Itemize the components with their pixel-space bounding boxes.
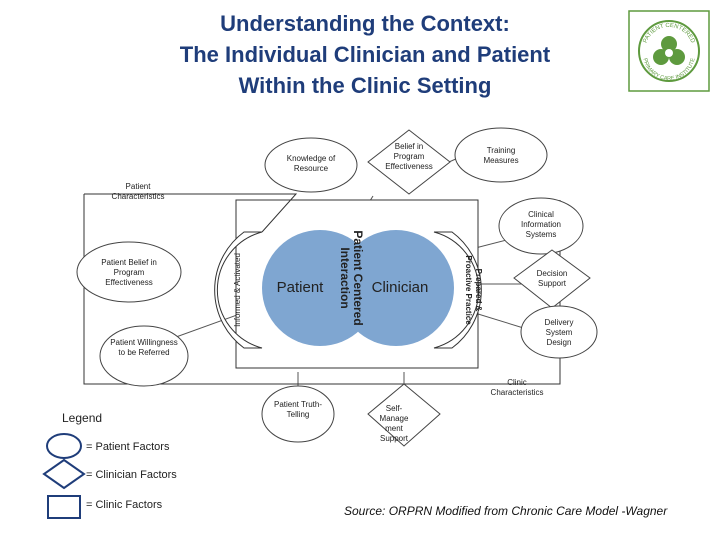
title-line-3: Within the Clinic Setting — [238, 73, 492, 98]
delivery-system-node — [520, 305, 598, 359]
interaction-label-2: Interaction — [338, 247, 352, 308]
truth-telling-node — [261, 385, 335, 443]
left-crescent-arc — [214, 231, 263, 349]
legend-patient-factors: = Patient Factors — [86, 441, 170, 453]
legend-rect-swatch — [47, 495, 81, 519]
patient-belief-label: Patient Belief in Program Effectiveness — [101, 258, 157, 287]
right-crescent-arc — [433, 231, 482, 349]
left-arc-label: Informed & Activated — [233, 253, 242, 327]
legend-ellipse-swatch — [46, 433, 82, 459]
clinic-characteristics-label: Clinic Characteristics — [490, 378, 544, 397]
clinician-circle — [338, 230, 454, 346]
patient-belief-node — [76, 241, 182, 303]
belief-program-label: Belief in Program Effectiveness — [385, 142, 433, 171]
legend-clinician-factors: = Clinician Factors — [86, 469, 177, 481]
patient-label: Patient — [277, 279, 325, 296]
clinician-label: Clinician — [372, 279, 429, 296]
clinical-info-label: Clinical Information Systems — [520, 210, 562, 239]
knowledge-label: Knowledge of Resource — [286, 154, 336, 173]
clinical-info-node — [498, 197, 584, 255]
belief-program-node — [367, 129, 451, 195]
legend-title: Legend — [62, 411, 103, 425]
training-node — [454, 127, 548, 183]
page-title: Understanding the Context: The Individua… — [140, 8, 590, 101]
truth-telling-label: Patient Truth-Telling — [273, 400, 323, 419]
delivery-system-label: Delivery System Design — [544, 318, 574, 347]
self-management-label: Self-Manage ment Support — [379, 404, 409, 443]
right-arc-label-2: Proactive Practice — [464, 255, 473, 325]
training-label: Training Measures — [483, 146, 519, 165]
source-citation: Source: ORPRN Modified from Chronic Care… — [344, 504, 668, 518]
title-line-1: Understanding the Context: — [220, 11, 510, 36]
interaction-label-1: Patient Centered — [351, 230, 365, 325]
patient-characteristics-label: Patient Characteristics — [111, 182, 165, 201]
knowledge-node — [264, 137, 358, 193]
title-line-2: The Individual Clinician and Patient — [179, 42, 551, 67]
right-arc-label-1: Prepared & — [474, 269, 483, 312]
self-management-node — [367, 383, 441, 447]
decision-support-label: Decision Support — [536, 269, 568, 288]
willingness-node — [99, 325, 189, 387]
institute-logo: PATIENT CENTERED PRIMARY CARE INSTITUTE — [628, 10, 710, 92]
legend-clinic-factors: = Clinic Factors — [86, 499, 163, 511]
legend-diamond-swatch — [42, 458, 86, 490]
willingness-label: Patient Willingness to be Referred — [110, 338, 178, 357]
